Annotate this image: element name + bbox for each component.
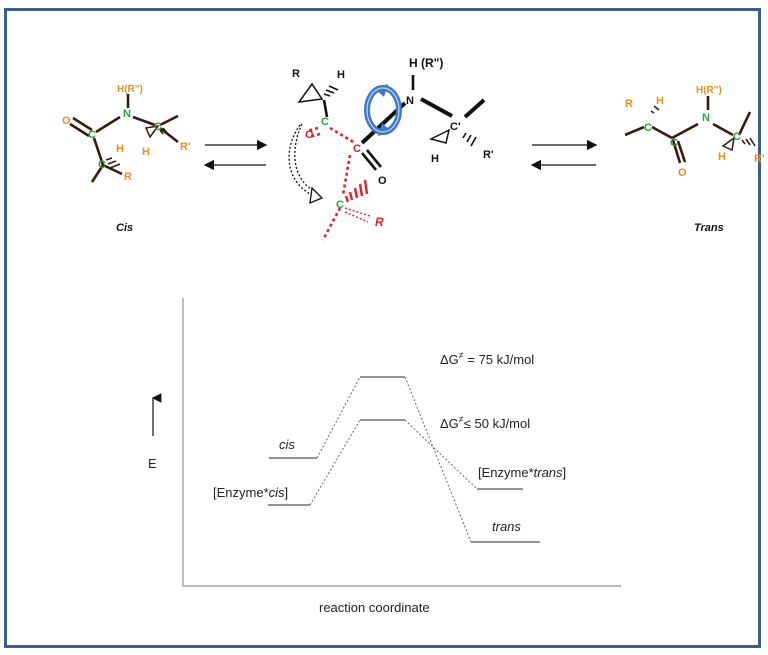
trans-r-prime: R'	[754, 153, 765, 165]
cis-hydrogen-1: H	[142, 146, 150, 158]
state-enzyme-cis: [Enzyme*cis]	[213, 485, 288, 500]
cis-wedge-outline	[144, 124, 160, 139]
energy-diagram: E reaction coordinate cis [Enzyme*cis] […	[148, 298, 621, 615]
energy-axes	[182, 298, 621, 587]
rotation-arrow-icon	[364, 84, 402, 136]
state-enzyme-trans: [Enzyme*trans]	[478, 465, 566, 480]
curved-arrow-head	[309, 186, 324, 205]
ts-nitrogen: N	[406, 95, 414, 107]
trans-carbon-1: C	[644, 122, 652, 134]
ts-carbonyl	[360, 149, 383, 171]
energy-paths	[309, 376, 478, 543]
ts-carbon-upper: C	[321, 116, 329, 128]
equilibrium-arrows-left	[203, 139, 268, 171]
cis-label: Cis	[116, 222, 133, 234]
cis-molecule: O C N H(R") C H R' C H R	[62, 84, 191, 183]
barrier-catalyzed: ΔG≠≤ 50 kJ/mol	[440, 414, 530, 431]
trans-bonds	[624, 96, 752, 164]
cis-carbon-2: C	[154, 121, 162, 133]
transition-state-molecule: R H C O C O N H (R") C' H	[288, 56, 494, 241]
cis-bonds	[69, 94, 179, 183]
cis-carbon-3: C	[98, 159, 106, 171]
ts-oxygen-red: O	[305, 129, 314, 141]
ts-red-hash-lower	[344, 179, 369, 203]
energy-levels	[268, 376, 540, 543]
barrier-uncatalyzed: ΔG≠ = 75 kJ/mol	[440, 350, 534, 367]
cis-r: R	[124, 171, 132, 183]
trans-wedge	[721, 136, 736, 152]
trans-label: Trans	[694, 222, 724, 234]
cis-hash-bond	[105, 157, 121, 169]
trans-h-r2: H(R")	[696, 85, 722, 96]
trans-r: R	[625, 98, 633, 110]
equilibrium-arrows-right	[530, 139, 598, 171]
cis-r-prime: R'	[180, 141, 191, 153]
ts-wedge-top	[297, 82, 324, 103]
ts-bond-methyl	[463, 98, 486, 119]
ts-bond-c-top	[322, 99, 329, 118]
ts-carbon-red: C	[353, 143, 361, 155]
trans-hash	[650, 105, 660, 114]
trans-hydrogen-1: H	[656, 95, 664, 107]
ts-carbon-prime: C'	[450, 121, 461, 133]
cis-hash-bond-2	[159, 127, 168, 135]
ts-oxygen-black: O	[378, 175, 387, 187]
trans-carbon-3: C	[733, 131, 741, 143]
x-axis-label: reaction coordinate	[319, 600, 430, 615]
state-cis: cis	[279, 437, 295, 452]
ts-r-top: R	[292, 68, 300, 80]
ts-carbon-lower: C	[336, 199, 344, 211]
cis-nitrogen: N	[123, 108, 131, 120]
ts-wedge-right	[428, 128, 451, 144]
ts-r-red: R	[375, 215, 384, 229]
trans-molecule: R H C C O N H(R") C H R'	[624, 85, 765, 179]
cis-hydrogen-2: H	[116, 143, 124, 155]
ts-h-r2: H (R")	[409, 56, 443, 70]
cis-oxygen: O	[62, 115, 71, 127]
ts-h-right: H	[431, 153, 439, 165]
ts-r-prime: R'	[483, 149, 494, 161]
curved-dotted-arrow	[288, 124, 319, 199]
ts-hash-top	[323, 85, 339, 97]
trans-hydrogen-2: H	[718, 151, 726, 163]
trans-nitrogen: N	[702, 112, 710, 124]
cis-h-r2: H(R")	[117, 84, 143, 95]
y-axis-label: E	[148, 456, 157, 471]
figure-frame	[4, 8, 761, 648]
ts-red-dotted-r	[344, 207, 371, 223]
state-trans: trans	[492, 519, 521, 534]
ts-h-top: H	[337, 69, 345, 81]
trans-carbon-2: C	[670, 137, 678, 149]
trans-oxygen: O	[678, 167, 687, 179]
ts-hash-right	[462, 132, 477, 147]
cis-carbon-1: C	[88, 129, 96, 141]
ts-red-dotted-bonds	[306, 126, 356, 241]
ts-bond-n-cprime	[420, 97, 453, 118]
trans-hash-2	[741, 137, 756, 147]
